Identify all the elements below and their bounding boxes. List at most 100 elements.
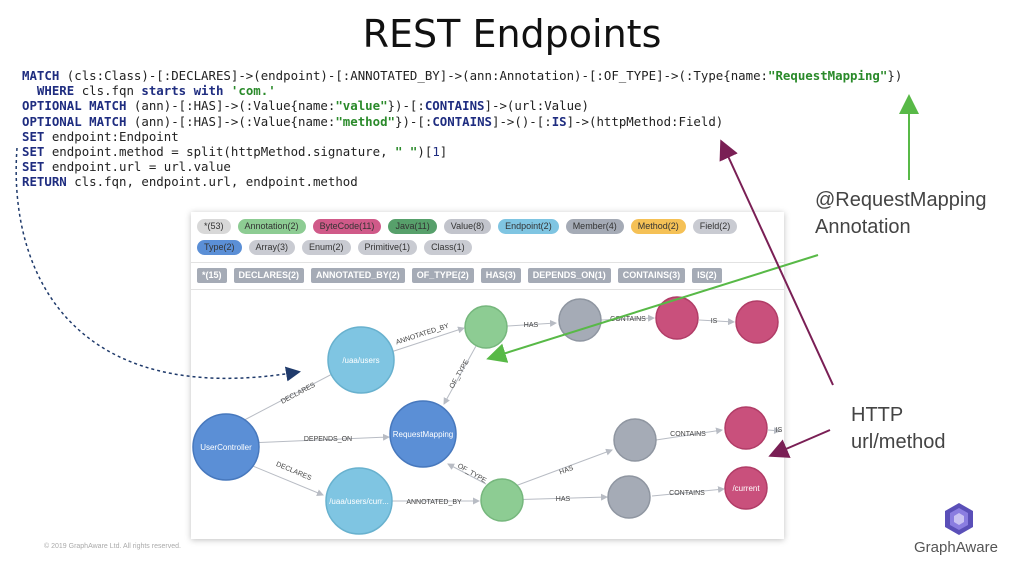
code-text: (ann)-[:HAS]->(:Value{name: (126, 98, 336, 114)
graph-nodes (192, 296, 779, 535)
node-user-controller[interactable] (192, 413, 260, 481)
code-text: ]->(httpMethod:Field) (566, 113, 724, 129)
code-text: ]->()-[: (492, 113, 552, 129)
code-keyword: WHERE (36, 83, 75, 99)
node-uaa-users-current[interactable] (325, 467, 393, 535)
node-bytecode-1[interactable] (655, 296, 699, 340)
note-line: @RequestMapping (815, 189, 987, 211)
graph-canvas: DECLARES DECLARES DEPENDS_ON ANNOTATED_B… (192, 296, 783, 535)
code-string: " " (395, 144, 418, 160)
code-keyword: starts with (141, 83, 224, 99)
edge-has-2 (498, 448, 613, 493)
copyright-text: © 2019 GraphAware Ltd. All rights reserv… (44, 543, 181, 550)
edge-label: CONTAINS (669, 490, 705, 497)
rel-type-tag[interactable]: OF_TYPE(2) (411, 268, 474, 283)
brand-name: GraphAware (914, 539, 998, 556)
edge-label: OF_TYPE (456, 463, 487, 485)
node-uaa-users[interactable] (327, 326, 395, 394)
code-keyword: CONTAINS (424, 98, 485, 114)
node-label-pill[interactable]: Enum(2) (302, 240, 351, 255)
neo4j-graph-panel: *(53) Annotation(2) ByteCode(11) Java(11… (191, 212, 784, 539)
node-value-1[interactable] (558, 298, 602, 342)
node-bytecode-2[interactable] (735, 300, 779, 344)
node-label-pill[interactable]: Member(4) (565, 219, 624, 234)
edge-label: HAS (524, 322, 539, 329)
rel-type-tag[interactable]: ANNOTATED_BY(2) (311, 268, 405, 283)
node-label-pill[interactable]: Value(8) (443, 219, 492, 234)
code-string: "value" (335, 98, 388, 114)
node-label-pill[interactable]: Java(11) (388, 219, 437, 234)
code-text: cls.fqn, endpoint.url, endpoint.method (66, 174, 358, 190)
edge-contains-3 (651, 486, 725, 497)
code-keyword: CONTAINS (432, 113, 492, 129)
edge-label: HAS (556, 496, 571, 503)
code-text (223, 83, 230, 98)
code-text: })-[: (395, 113, 433, 129)
node-bytecode-3[interactable] (724, 406, 768, 450)
edge-label: DECLARES (275, 461, 313, 482)
node-value-3[interactable] (607, 475, 651, 519)
code-keyword: IS (551, 113, 567, 129)
edge-depends-on (247, 433, 390, 444)
divider (191, 262, 784, 263)
code-string: 'com.' (230, 83, 276, 99)
code-keyword: MATCH (22, 68, 60, 83)
http-url-method-note: HTTP url/method (851, 402, 946, 456)
edge-label: DECLARES (280, 382, 317, 406)
node-label: RequestMapping (393, 430, 453, 439)
edge-label: ANNOTATED_BY (406, 499, 462, 506)
code-string: "RequestMapping" (768, 68, 888, 83)
node-annotation-2[interactable] (480, 478, 524, 522)
edge-label: DEPENDS_ON (304, 436, 352, 443)
edge-contains-2 (655, 427, 723, 441)
edge-label: HAS (559, 465, 575, 477)
code-keyword: RETURN (22, 174, 67, 190)
code-text: (cls:Class)-[:DECLARES]->(endpoint)-[:AN… (59, 68, 768, 83)
code-text: ]->(url:Value) (484, 98, 589, 114)
code-indent (22, 83, 37, 98)
code-text: })-[: (387, 98, 425, 114)
code-keyword: SET (22, 128, 45, 144)
node-label-pill[interactable]: Method(2) (630, 219, 686, 234)
slide-title: REST Endpoints (362, 12, 662, 56)
code-text: }) (887, 68, 903, 83)
node-label: /current (732, 484, 760, 493)
node-value-2[interactable] (613, 418, 657, 462)
node-request-mapping[interactable] (389, 400, 457, 468)
edge-label: OF_TYPE (449, 358, 471, 389)
node-label: UserController (200, 443, 252, 452)
code-keyword: OPTIONAL MATCH (22, 113, 127, 129)
edge-label: CONTAINS (610, 316, 646, 323)
cypher-query: MATCH (cls:Class)-[:DECLARES]->(endpoint… (22, 68, 902, 190)
divider (191, 289, 784, 290)
node-label-pill[interactable]: Class(1) (424, 240, 472, 255)
node-current[interactable] (724, 466, 768, 510)
node-label-pill[interactable]: Primitive(1) (357, 240, 418, 255)
edge-label: IS (776, 427, 783, 434)
node-label-pill[interactable]: Endpoint(2) (498, 219, 559, 234)
edge-label: IS (711, 318, 718, 325)
code-text: endpoint.url = url.value (44, 159, 231, 175)
code-text: endpoint:Endpoint (44, 128, 179, 144)
graphaware-logo-icon (945, 503, 973, 535)
note-line: Annotation (815, 216, 911, 238)
code-text: ] (439, 144, 448, 160)
note-line: url/method (851, 431, 946, 453)
node-label-pill[interactable]: ByteCode(11) (312, 219, 382, 234)
note-line: HTTP (851, 404, 904, 426)
edge-declares-1 (230, 371, 337, 428)
node-label: /uaa/users/curr... (329, 497, 389, 506)
graph-edges (230, 314, 781, 505)
node-annotation-1[interactable] (464, 305, 508, 349)
edge-of-type-1 (443, 345, 477, 405)
node-label: /uaa/users (342, 356, 379, 365)
edge-annotated-by-1 (390, 326, 465, 353)
code-keyword: OPTIONAL MATCH (22, 98, 127, 114)
code-string: "method" (335, 113, 395, 129)
code-keyword: SET (22, 144, 45, 160)
edge-label: CONTAINS (670, 431, 706, 438)
edge-of-type-2 (447, 463, 487, 485)
request-mapping-annotation-note: @RequestMapping Annotation (815, 187, 987, 241)
code-text: (ann)-[:HAS]->(:Value{name: (126, 113, 336, 129)
code-text: endpoint.method = split(httpMethod.signa… (44, 144, 396, 160)
